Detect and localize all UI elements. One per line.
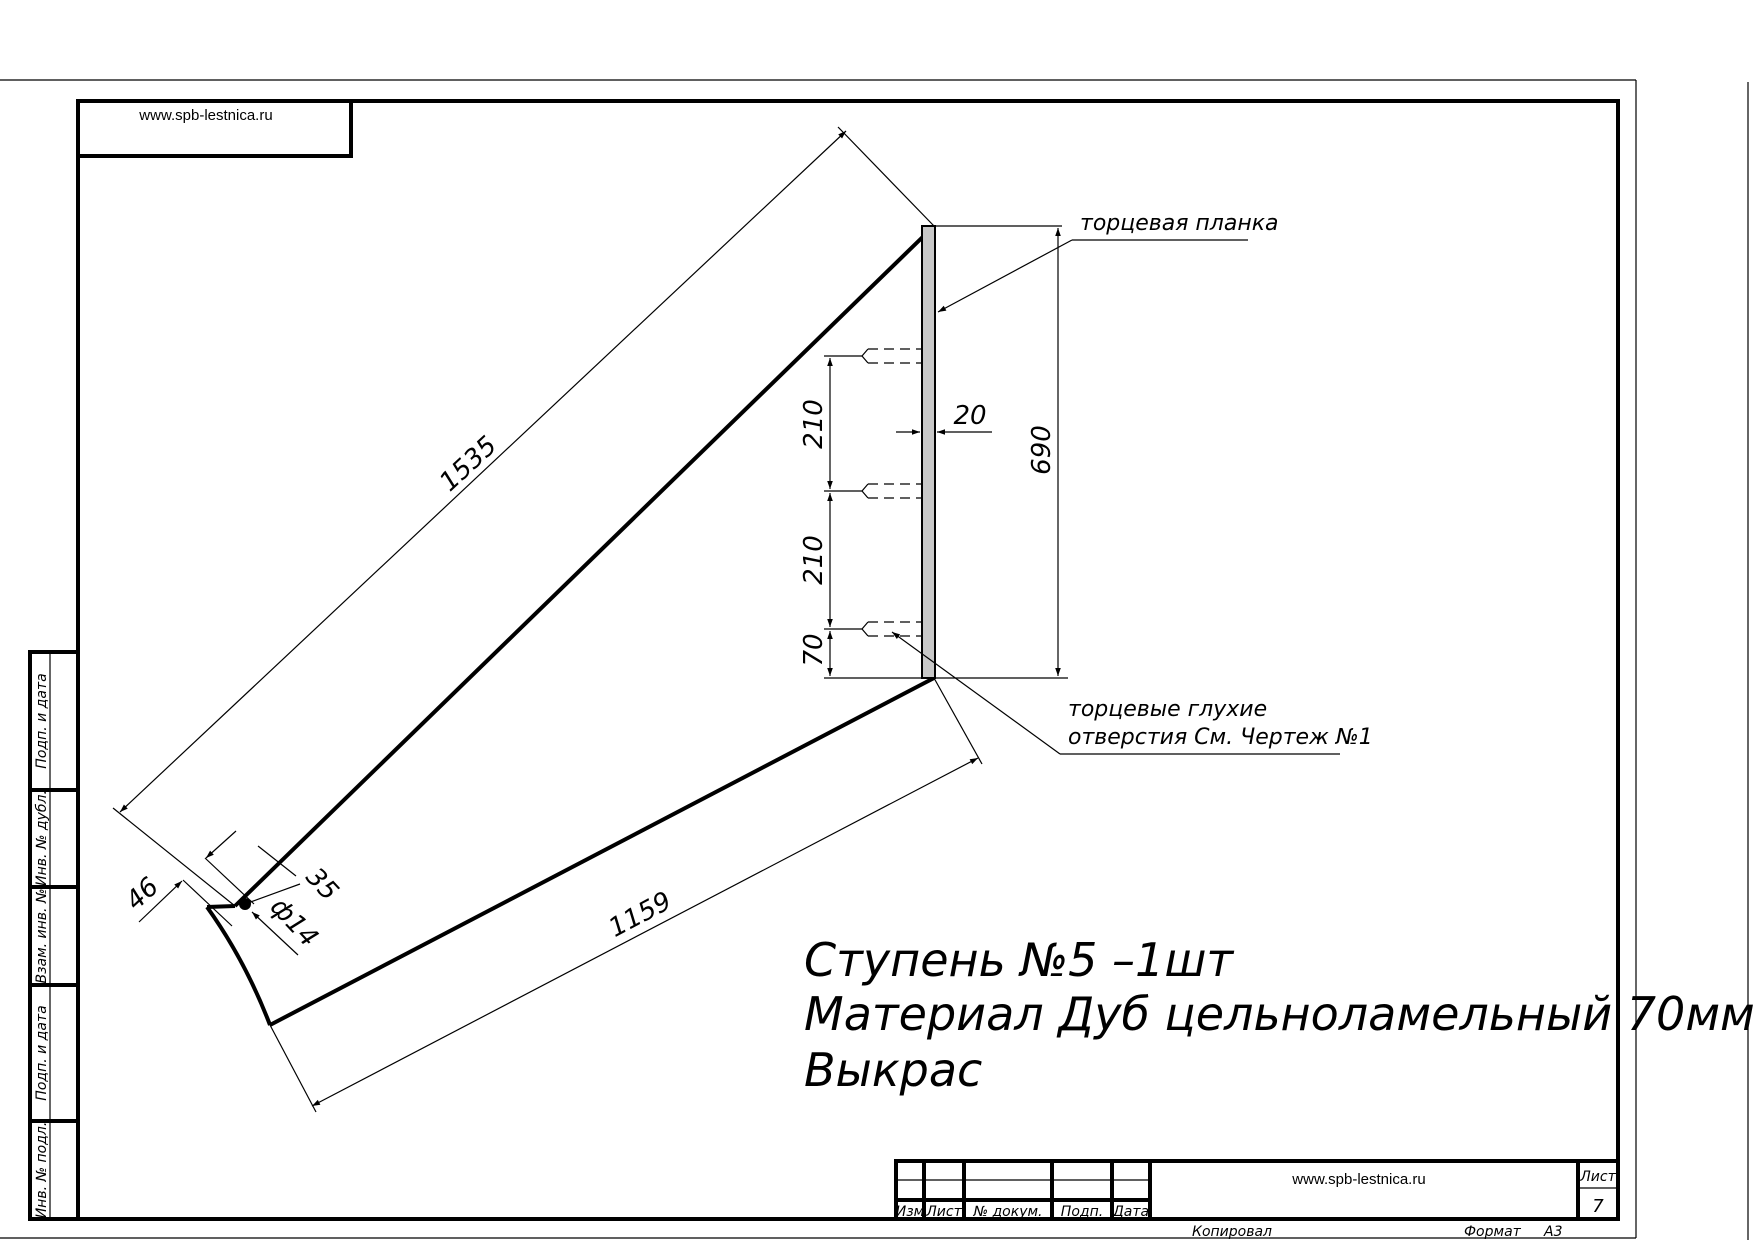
blind-hole — [861, 348, 922, 364]
col-list: Лист — [925, 1204, 962, 1220]
note-holes-line2: отверстия См. Чертеж №1 — [1068, 725, 1373, 750]
end-plank — [921, 225, 936, 679]
format-value: А3 — [1543, 1224, 1562, 1240]
side-stamp-label: Инв. № дубл. — [34, 790, 50, 886]
dim-spacing-1-text: 210 — [799, 399, 829, 449]
dim-hole-diameter-text: ф14 — [264, 892, 324, 953]
format-label: Формат — [1464, 1224, 1522, 1240]
dim-hole-offset-text: 46 — [120, 872, 165, 917]
leader-end-plank: торцевая планка — [937, 211, 1279, 313]
part-description: Ступень №5 –1шт Материал Дуб цельноламел… — [804, 933, 1754, 1097]
side-stamp: Подп. и дата Инв. № дубл. Взам. инв. № П… — [28, 650, 80, 1221]
step-outline — [205, 224, 936, 1027]
note-end-plank: торцевая планка — [1080, 211, 1279, 236]
blind-hole — [861, 483, 922, 499]
col-izm: Изм — [896, 1204, 925, 1220]
part-title: Ступень №5 –1шт — [804, 933, 1234, 987]
dim-long-edge-text: 1535 — [434, 431, 503, 498]
dim-height: 690 — [935, 225, 1068, 679]
sheet-number: 7 — [1592, 1196, 1604, 1217]
dim-height-text: 690 — [1027, 425, 1057, 475]
side-stamp-label: Подп. и дата — [34, 1005, 50, 1100]
dim-hole: 46 35 ф14 — [120, 830, 345, 956]
top-url-text: www.spb-lestnica.ru — [138, 107, 272, 124]
dim-hole-distance-text: 35 — [300, 862, 345, 907]
blind-hole — [861, 621, 922, 637]
dim-long-edge: 1535 — [112, 126, 935, 907]
col-doc: № докум. — [972, 1204, 1042, 1220]
copied-label: Копировал — [1192, 1224, 1272, 1240]
part-material: Материал Дуб цельноламельный 70мм — [804, 987, 1754, 1041]
dim-spacing-2-text: 210 — [799, 535, 829, 585]
leader-blind-holes: торцевые глухие отверстия См. Чертеж №1 — [891, 631, 1373, 755]
dim-hole-spacing: 210 210 70 — [799, 355, 922, 679]
title-block: www.spb-lestnica.ru Изм Лист № докум. По… — [894, 1159, 1620, 1240]
dim-bottom-offset-text: 70 — [799, 633, 829, 666]
part-finish: Выкрас — [804, 1043, 982, 1097]
side-stamp-label: Взам. инв. № — [34, 888, 50, 983]
titleblock-url-text: www.spb-lestnica.ru — [1291, 1171, 1425, 1188]
top-url-box: www.spb-lestnica.ru — [76, 99, 353, 158]
side-stamp-label: Подп. и дата — [34, 673, 50, 768]
dim-plank-thickness-text: 20 — [953, 401, 986, 431]
note-holes-line1: торцевые глухие — [1068, 697, 1267, 722]
col-data: Дата — [1112, 1204, 1149, 1220]
sheet-label: Лист — [1579, 1169, 1616, 1185]
blind-holes — [861, 348, 922, 637]
side-stamp-label: Инв. № подл. — [34, 1122, 50, 1219]
dim-plank-thickness: 20 — [896, 401, 992, 435]
col-podp: Подп. — [1061, 1204, 1103, 1220]
